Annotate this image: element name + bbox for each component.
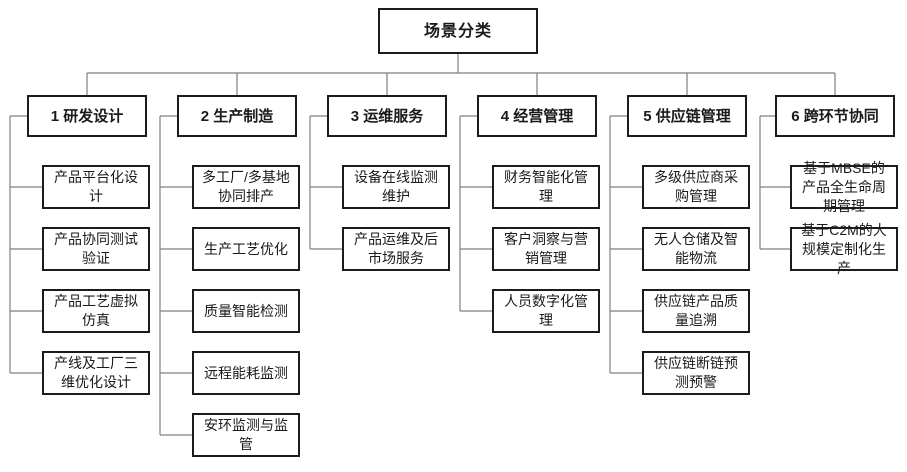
scenario-node: 安环监测与监管 (192, 413, 300, 457)
scenario-node: 质量智能检测 (192, 289, 300, 333)
scenario-node: 产品平台化设计 (42, 165, 150, 209)
category-node-production: 2 生产制造 (177, 95, 297, 137)
scenario-node: 产线及工厂三维优化设计 (42, 351, 150, 395)
scenario-node: 基于C2M的大规模定制化生产 (790, 222, 898, 276)
scenario-node: 远程能耗监测 (192, 351, 300, 395)
category-node-business-mgmt: 4 经营管理 (477, 95, 597, 137)
scenario-node: 人员数字化管理 (492, 289, 600, 333)
scenario-node: 产品工艺虚拟仿真 (42, 289, 150, 333)
scenario-node: 基于MBSE的产品全生命周期管理 (790, 160, 898, 214)
category-node-cross-link: 6 跨环节协同 (775, 95, 895, 137)
scenario-node: 产品运维及后市场服务 (342, 227, 450, 271)
root-node: 场景分类 (378, 8, 538, 54)
scenario-node: 产品协同测试验证 (42, 227, 150, 271)
scenario-node: 无人仓储及智能物流 (642, 227, 750, 271)
scenario-node: 多级供应商采购管理 (642, 165, 750, 209)
category-node-supply-chain: 5 供应链管理 (627, 95, 747, 137)
scenario-node: 供应链断链预测预警 (642, 351, 750, 395)
scenario-node: 客户洞察与营销管理 (492, 227, 600, 271)
category-node-operations: 3 运维服务 (327, 95, 447, 137)
scenario-node: 设备在线监测维护 (342, 165, 450, 209)
scenario-node: 供应链产品质量追溯 (642, 289, 750, 333)
scenario-node: 多工厂/多基地协同排产 (192, 165, 300, 209)
scenario-node: 财务智能化管理 (492, 165, 600, 209)
scenario-node: 生产工艺优化 (192, 227, 300, 271)
category-node-rd-design: 1 研发设计 (27, 95, 147, 137)
